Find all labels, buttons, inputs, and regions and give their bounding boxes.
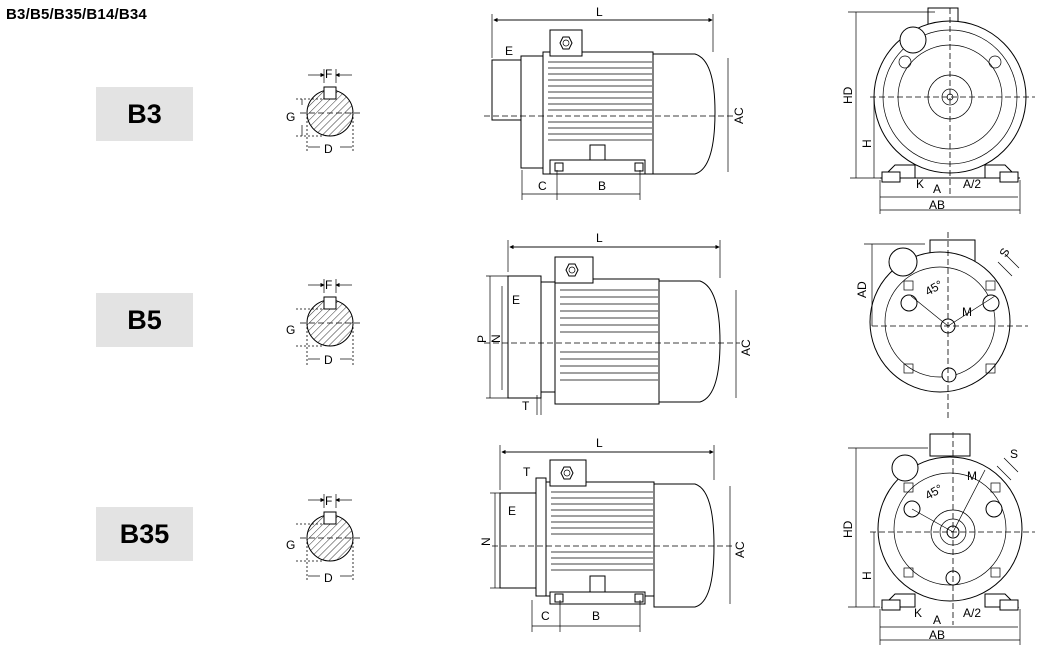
shaft-label-d: D bbox=[324, 571, 333, 585]
side-label-e: E bbox=[512, 293, 520, 307]
shaft-label-f: F bbox=[325, 67, 332, 81]
side-label-t: T bbox=[523, 465, 531, 479]
page-title: B3/B5/B35/B14/B34 bbox=[6, 6, 147, 23]
front-label-ab: AB bbox=[929, 198, 945, 212]
mounting-badge-b5: B5 bbox=[96, 293, 193, 347]
shaft-label-d: D bbox=[324, 142, 333, 156]
shaft-section-b35 bbox=[296, 494, 360, 580]
side-label-b: B bbox=[592, 609, 600, 623]
shaft-label-g: G bbox=[286, 323, 295, 337]
shaft-label-g: G bbox=[286, 110, 295, 124]
front-label-ad: AD bbox=[855, 281, 869, 298]
front-label-h: H bbox=[860, 571, 874, 580]
shaft-label-f: F bbox=[325, 494, 332, 508]
front-label-k: K bbox=[914, 606, 922, 620]
front-view-b35 bbox=[877, 433, 1023, 611]
shaft-section-b3 bbox=[296, 69, 360, 153]
front-label-m: M bbox=[967, 469, 977, 483]
shaft-section-b5 bbox=[296, 279, 360, 365]
side-view-b3 bbox=[491, 29, 716, 175]
side-label-e: E bbox=[508, 504, 516, 518]
side-label-n: N bbox=[489, 334, 503, 343]
shaft-label-d: D bbox=[324, 353, 333, 367]
front-label-a2: A/2 bbox=[963, 606, 981, 620]
shaft-label-g: G bbox=[286, 538, 295, 552]
mounting-badge-b3: B3 bbox=[96, 87, 193, 141]
side-label-n: N bbox=[479, 537, 493, 546]
side-label-ac: AC bbox=[732, 107, 746, 124]
front-label-m: M bbox=[962, 305, 972, 319]
side-label-l: L bbox=[596, 231, 603, 245]
front-label-hd: HD bbox=[841, 520, 855, 538]
front-label-a2: A/2 bbox=[963, 177, 981, 191]
front-label-h: H bbox=[860, 139, 874, 148]
side-label-l: L bbox=[596, 436, 603, 450]
mounting-badge-b35: B35 bbox=[96, 507, 193, 561]
side-label-ac: AC bbox=[733, 541, 747, 558]
front-label-ab: AB bbox=[929, 628, 945, 642]
side-label-b: B bbox=[598, 179, 606, 193]
front-label-a: A bbox=[933, 613, 941, 627]
front-label-s: S bbox=[1010, 447, 1018, 461]
front-label-a: A bbox=[933, 182, 941, 196]
side-label-c: C bbox=[538, 179, 547, 193]
front-label-k: K bbox=[916, 177, 924, 191]
front-label-s: S bbox=[996, 246, 1012, 260]
side-label-t: T bbox=[522, 399, 530, 413]
shaft-label-f: F bbox=[325, 278, 332, 292]
side-view-b5 bbox=[507, 256, 721, 405]
side-label-p: P bbox=[475, 335, 489, 343]
side-label-c: C bbox=[541, 609, 550, 623]
side-label-e: E bbox=[505, 44, 513, 58]
side-label-ac: AC bbox=[739, 339, 753, 356]
side-view-b35 bbox=[499, 459, 715, 608]
front-label-hd: HD bbox=[841, 86, 855, 104]
front-view-b5 bbox=[869, 239, 1011, 393]
side-label-l: L bbox=[596, 5, 603, 19]
